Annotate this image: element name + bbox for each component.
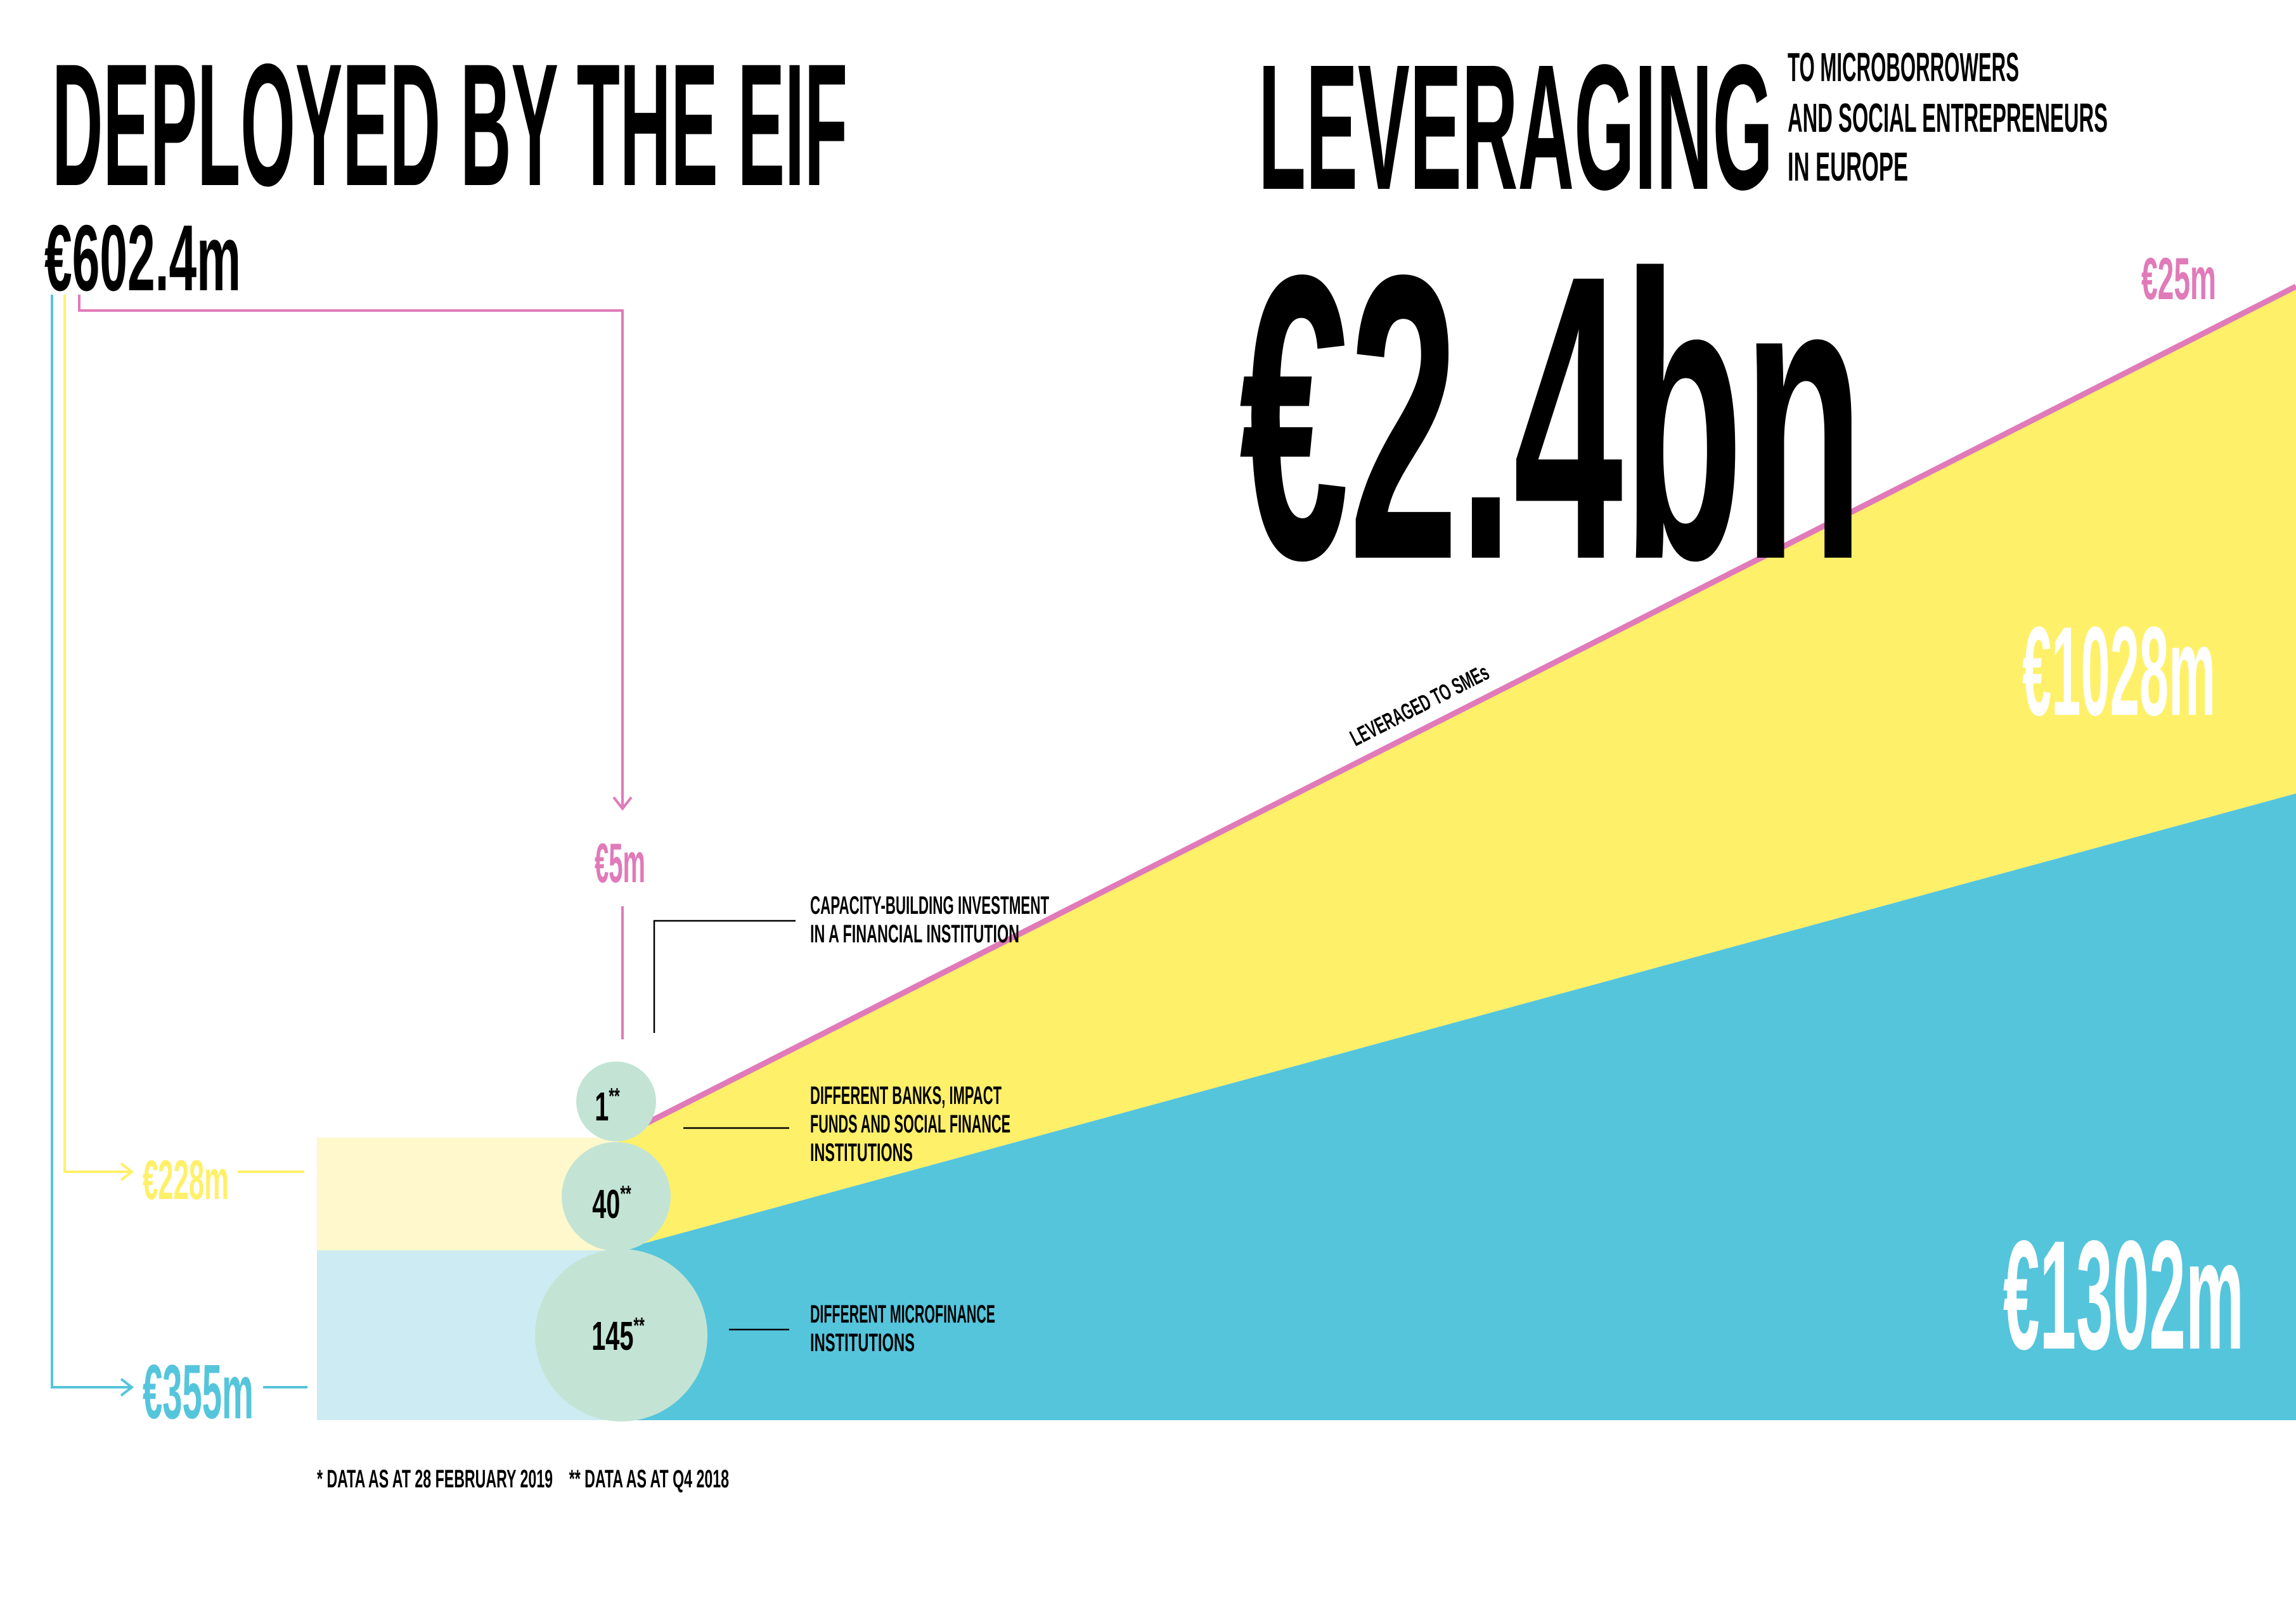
capacity-annotation: CAPACITY-BUILDING INVESTMENT IN A FINANC… [810, 892, 1049, 948]
leveraging-amount: €2.4bn [1239, 191, 1864, 644]
microfinance-annotation: DIFFERENT MICROFINANCE INSTITUTIONS [810, 1300, 995, 1357]
pink-flow-arrow [78, 295, 633, 1039]
capacity-leader-line [653, 920, 796, 1033]
circle-small-label: 1** [595, 1084, 620, 1130]
banks-annotation: DIFFERENT BANKS, IMPACT FUNDS AND SOCIAL… [810, 1082, 1010, 1167]
svg-text:INSTITUTIONS: INSTITUTIONS [810, 1139, 913, 1167]
svg-text:DIFFERENT MICROFINANCE: DIFFERENT MICROFINANCE [810, 1300, 995, 1328]
deployed-amount: €602.4m [44, 206, 241, 311]
blue-end-amount: €1302m [2003, 1208, 2244, 1382]
pink-amount: €5m [595, 831, 645, 894]
leveraging-title: LEVERAGING [1258, 27, 1773, 227]
pink-end-amount: €25m [2141, 245, 2216, 312]
yellow-wedge [618, 286, 2296, 1250]
svg-text:INSTITUTIONS: INSTITUTIONS [810, 1329, 915, 1357]
deployed-title: DEPLOYED BY THE EIF [52, 28, 848, 222]
blue-flow-arrow [51, 295, 307, 1397]
sme-leverage-line [622, 283, 2296, 1138]
blue-amount: €355m [143, 1349, 254, 1435]
leveraging-subtitle-line-2: AND SOCIAL ENTREPRENEURS [1788, 95, 2108, 141]
yellow-end-amount: €1028m [2022, 601, 2215, 742]
svg-text:CAPACITY-BUILDING INVESTMENT: CAPACITY-BUILDING INVESTMENT [810, 892, 1049, 920]
circle-small [576, 1061, 656, 1141]
svg-text:IN A FINANCIAL INSTITUTION: IN A FINANCIAL INSTITUTION [810, 920, 1019, 948]
circle-large-label: 145** [591, 1314, 645, 1359]
footnote: * DATA AS AT 28 FEBRUARY 2019 ** DATA AS… [317, 1465, 729, 1493]
svg-text:DIFFERENT BANKS, IMPACT: DIFFERENT BANKS, IMPACT [810, 1082, 1002, 1110]
leveraging-subtitle-line-1: TO MICROBORROWERS [1788, 44, 2019, 90]
yellow-amount: €228m [143, 1148, 229, 1211]
leveraging-subtitle-line-3: IN EUROPE [1788, 144, 1908, 189]
circle-medium-label: 40** [592, 1182, 631, 1228]
circle-large [535, 1249, 707, 1421]
blue-wedge [618, 793, 2296, 1420]
circle-medium [562, 1142, 671, 1251]
svg-text:FUNDS AND SOCIAL FINANCE: FUNDS AND SOCIAL FINANCE [810, 1110, 1010, 1138]
yellow-flow-arrow [63, 295, 304, 1181]
